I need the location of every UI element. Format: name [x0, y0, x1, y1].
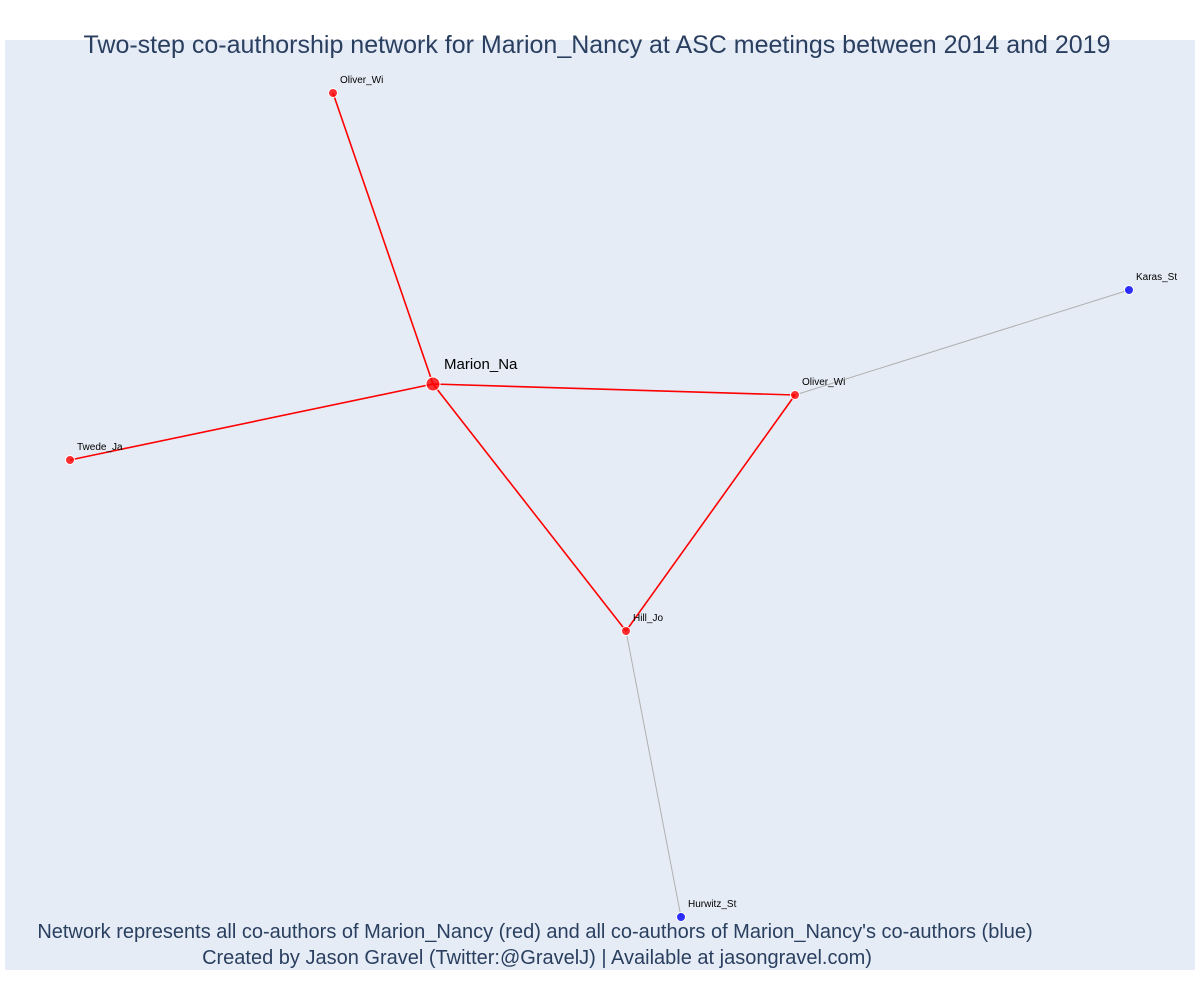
node-oliver_right[interactable] — [790, 390, 800, 400]
node-label-karas: Karas_St — [1136, 272, 1177, 283]
edge-hill-hurwitz — [625, 630, 682, 918]
node-layer — [65, 88, 1134, 922]
footer-note-line-2: Created by Jason Gravel (Twitter:@Gravel… — [202, 947, 872, 969]
node-label-hill: Hill_Jo — [633, 613, 663, 624]
edge-marion-oliver_right — [432, 383, 796, 396]
node-marion[interactable] — [425, 376, 441, 392]
node-oliver_top[interactable] — [328, 88, 338, 98]
edge-oliver_right-karas — [794, 289, 1130, 396]
node-karas[interactable] — [1124, 285, 1134, 295]
node-hurwitz[interactable] — [676, 912, 686, 922]
edge-marion-oliver_top — [332, 92, 434, 385]
node-twede[interactable] — [65, 455, 75, 465]
node-label-layer: Marion_NaOliver_WiOliver_WiTwede_JaHill_… — [77, 75, 1177, 910]
node-label-oliver_right: Oliver_Wi — [802, 377, 845, 388]
plot-background — [5, 40, 1195, 970]
node-label-marion: Marion_Na — [444, 356, 518, 373]
footer-note-line-1: Network represents all co-authors of Mar… — [37, 921, 1032, 943]
node-label-oliver_top: Oliver_Wi — [340, 75, 383, 86]
edge-marion-hill — [432, 383, 627, 632]
edge-layer — [69, 92, 1130, 918]
edge-oliver_right-hill — [625, 394, 796, 632]
chart-title: Two-step co-authorship network for Mario… — [84, 31, 1111, 59]
node-hill[interactable] — [621, 626, 631, 636]
node-label-hurwitz: Hurwitz_St — [688, 899, 737, 910]
edge-marion-twede — [69, 383, 434, 461]
node-label-twede: Twede_Ja — [77, 442, 123, 453]
